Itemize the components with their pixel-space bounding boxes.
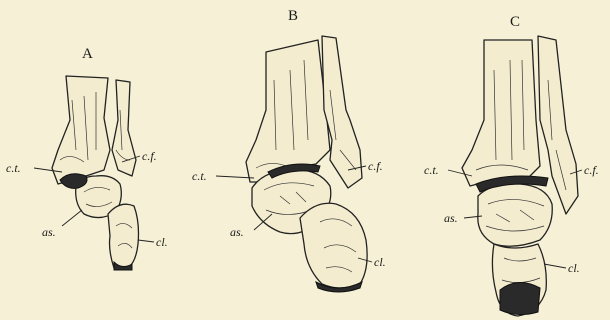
figure-b-calcaneum bbox=[300, 203, 367, 288]
figure-a-label-cl: cl. bbox=[156, 235, 168, 249]
figure-a-calcaneum bbox=[108, 204, 139, 268]
figure-c-fibula bbox=[538, 36, 578, 214]
figure-a: A c.t. c.f. as. cl. bbox=[6, 46, 168, 270]
figure-b-letter: B bbox=[288, 8, 298, 24]
figure-c-label-cl: cl. bbox=[568, 261, 580, 275]
figure-b: B c.t. c.f. as. cl. bbox=[192, 8, 386, 292]
figure-a-label-ct: c.t. bbox=[6, 161, 21, 175]
figure-c-astragalus bbox=[478, 184, 552, 247]
figure-c-label-ct: c.t. bbox=[424, 163, 439, 177]
figure-b-tibia bbox=[246, 40, 330, 182]
figure-b-label-cf: c.f. bbox=[368, 159, 383, 173]
figure-b-label-as: as. bbox=[230, 225, 244, 239]
figure-c-tibia bbox=[462, 40, 540, 186]
figure-a-label-as: as. bbox=[42, 225, 56, 239]
figure-a-label-cf: c.f. bbox=[142, 149, 157, 163]
figure-b-label-cl: cl. bbox=[374, 255, 386, 269]
figure-b-fibula bbox=[322, 36, 362, 188]
figure-b-label-ct: c.t. bbox=[192, 169, 207, 183]
figure-a-letter: A bbox=[82, 46, 93, 62]
figure-a-tibia bbox=[52, 76, 110, 184]
figure-c-letter: C bbox=[510, 14, 520, 30]
figure-c-label-cf: c.f. bbox=[584, 163, 599, 177]
figure-c-label-as: as. bbox=[444, 211, 458, 225]
figure-c: C c.t. c.f. as. cl. bbox=[424, 14, 599, 316]
